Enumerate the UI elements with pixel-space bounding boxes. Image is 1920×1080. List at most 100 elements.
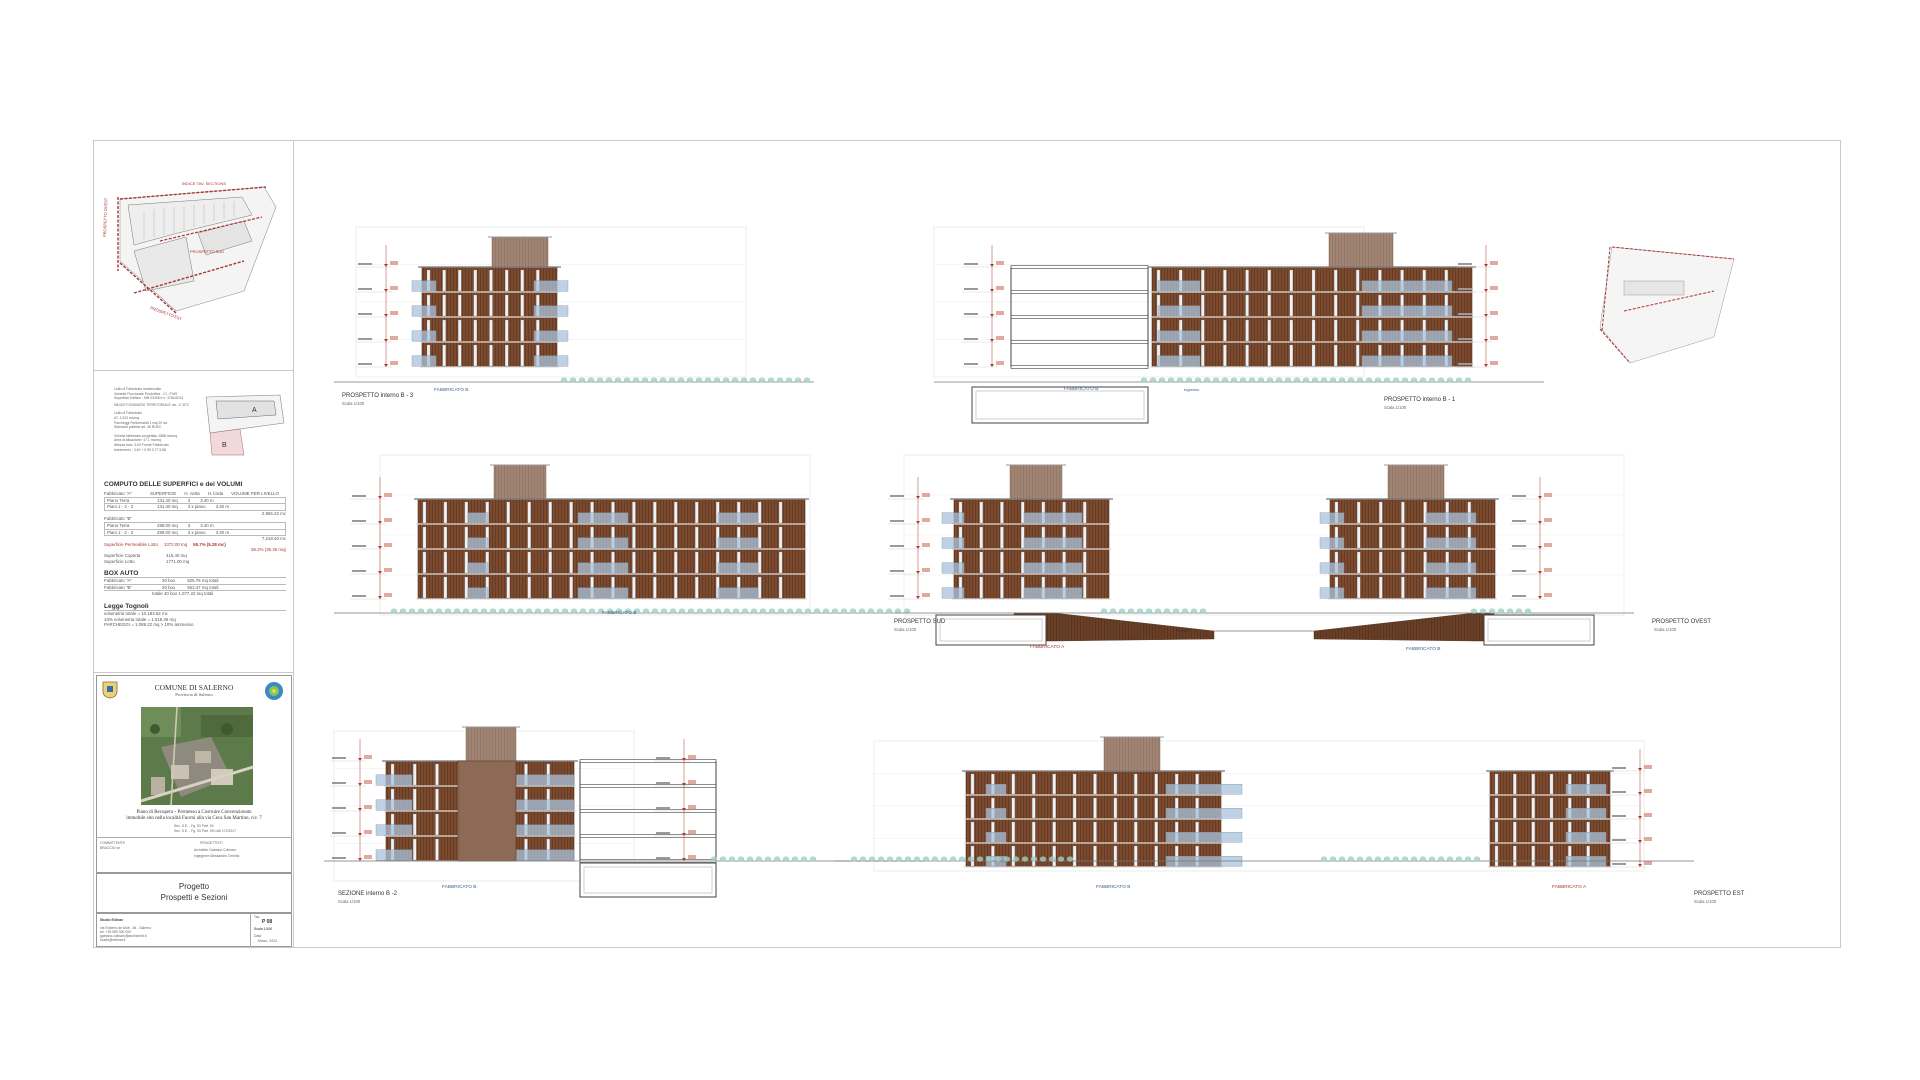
window-opening <box>422 551 427 574</box>
balcony-glass <box>717 562 759 574</box>
section-slab <box>1010 365 1149 369</box>
shrub-icon <box>913 856 921 862</box>
window-opening <box>1032 821 1036 843</box>
level-text-mark <box>656 757 670 759</box>
building-facade <box>1486 770 1614 868</box>
window-opening <box>1531 797 1535 819</box>
shrub-icon <box>1284 377 1292 383</box>
shrub-icon <box>678 608 686 614</box>
balcony-glass <box>717 537 759 549</box>
shrub-icon <box>746 856 754 862</box>
level-markers <box>1510 477 1552 600</box>
computo-title: COMPUTO DELLE SUPERFICI e dei VOLUMI <box>104 481 243 488</box>
level-markers <box>1610 749 1652 868</box>
committente: BRACCIO srl <box>100 846 120 850</box>
shrub-icon <box>677 377 685 383</box>
info-line: AT. 1.523 mc/mq <box>114 415 140 420</box>
shrub-icon <box>1347 856 1355 862</box>
level-height-mark <box>390 286 398 290</box>
shrub-icon <box>1057 856 1065 862</box>
window-opening <box>548 526 552 549</box>
computo-table: COMPUTO DELLE SUPERFICI e dei VOLUMI Fab… <box>104 481 286 628</box>
computo-row: Piani 1 - 2 - 3 131.40 mq 3 x piano 3.40… <box>104 504 286 511</box>
level-text-mark <box>1612 791 1626 793</box>
level-marker-icon <box>1484 264 1488 267</box>
elevation-title: PROSPETTO interno B - 3 <box>342 393 414 399</box>
window-opening <box>1000 501 1004 524</box>
window-opening <box>1072 773 1077 795</box>
shrub-icon <box>695 377 703 383</box>
shrub-icon <box>1230 377 1238 383</box>
shrub-icon <box>417 608 425 614</box>
level-text-mark <box>1458 263 1472 265</box>
window-opening <box>716 551 720 574</box>
window-opening <box>1020 501 1025 524</box>
window-opening <box>1379 526 1383 549</box>
progettisti-label: PROGETTISTI <box>200 841 223 845</box>
window-opening <box>422 526 427 549</box>
balcony-glass <box>1165 808 1243 819</box>
shrub-icon <box>1446 856 1454 862</box>
level-text-mark <box>358 363 372 365</box>
window-opening <box>1513 773 1517 795</box>
level-marker-icon <box>916 496 920 499</box>
level-marker-icon <box>384 289 388 292</box>
elevation-scale: Scala 1/100 <box>1694 899 1717 904</box>
window-opening <box>435 788 439 811</box>
level-height-mark <box>364 855 372 859</box>
window-opening <box>970 797 975 819</box>
section-slab <box>1010 340 1149 344</box>
window-opening <box>413 813 417 836</box>
window-opening <box>695 501 699 524</box>
info-line: Variante Funzionale Produttiva - CI - P.… <box>114 391 178 396</box>
window-opening <box>1083 526 1087 549</box>
shrub-icon <box>795 608 803 614</box>
window-opening <box>1531 845 1535 867</box>
level-text-mark <box>332 857 346 859</box>
window-opening <box>520 294 524 317</box>
window-opening <box>1113 845 1118 867</box>
window-opening <box>548 501 552 524</box>
window-opening <box>1379 551 1383 574</box>
window-opening <box>464 526 469 549</box>
info-line: Area di attuazione: 47.1 mc/mq <box>114 438 161 443</box>
svg-text:B: B <box>222 442 227 449</box>
map-street-label: PROSPETTO OVEST <box>102 197 108 237</box>
building-label: FABBRICATO B <box>602 611 637 616</box>
box-row: Fabbricato "A" 20 box 525.75 mq totali <box>104 577 286 584</box>
stamp-box <box>96 913 292 947</box>
level-marker-icon <box>384 264 388 267</box>
shrub-icon <box>1506 608 1514 614</box>
level-text-mark <box>656 782 670 784</box>
window-opening <box>1093 797 1097 819</box>
window-opening <box>527 501 531 524</box>
window-opening <box>979 501 983 524</box>
basement-inner <box>939 618 1043 642</box>
shrub-icon <box>786 608 794 614</box>
level-height-mark <box>364 830 372 834</box>
shrub-icon <box>1176 377 1184 383</box>
window-opening <box>1093 773 1097 795</box>
window-opening <box>443 551 448 574</box>
level-text-mark <box>332 807 346 809</box>
level-marker-icon <box>384 314 388 317</box>
tav-label: Tav. <box>254 915 260 919</box>
shrub-icon <box>794 377 802 383</box>
level-text-mark <box>964 338 978 340</box>
window-opening <box>970 773 975 795</box>
shrub-icon <box>1455 856 1463 862</box>
window-opening <box>458 319 462 342</box>
level-marker-icon <box>682 833 686 836</box>
shrub-icon <box>1199 608 1207 614</box>
window-opening <box>1000 551 1004 574</box>
level-marker-icon <box>358 808 362 811</box>
window-opening <box>653 501 657 524</box>
balcony-glass <box>1157 355 1201 367</box>
level-height-mark <box>688 805 696 809</box>
level-text-mark <box>1612 815 1626 817</box>
window-opening <box>464 551 469 574</box>
shrub-icon <box>1003 856 1011 862</box>
window-opening <box>1201 344 1205 367</box>
window-opening <box>1356 551 1361 574</box>
shrub-icon <box>776 377 784 383</box>
